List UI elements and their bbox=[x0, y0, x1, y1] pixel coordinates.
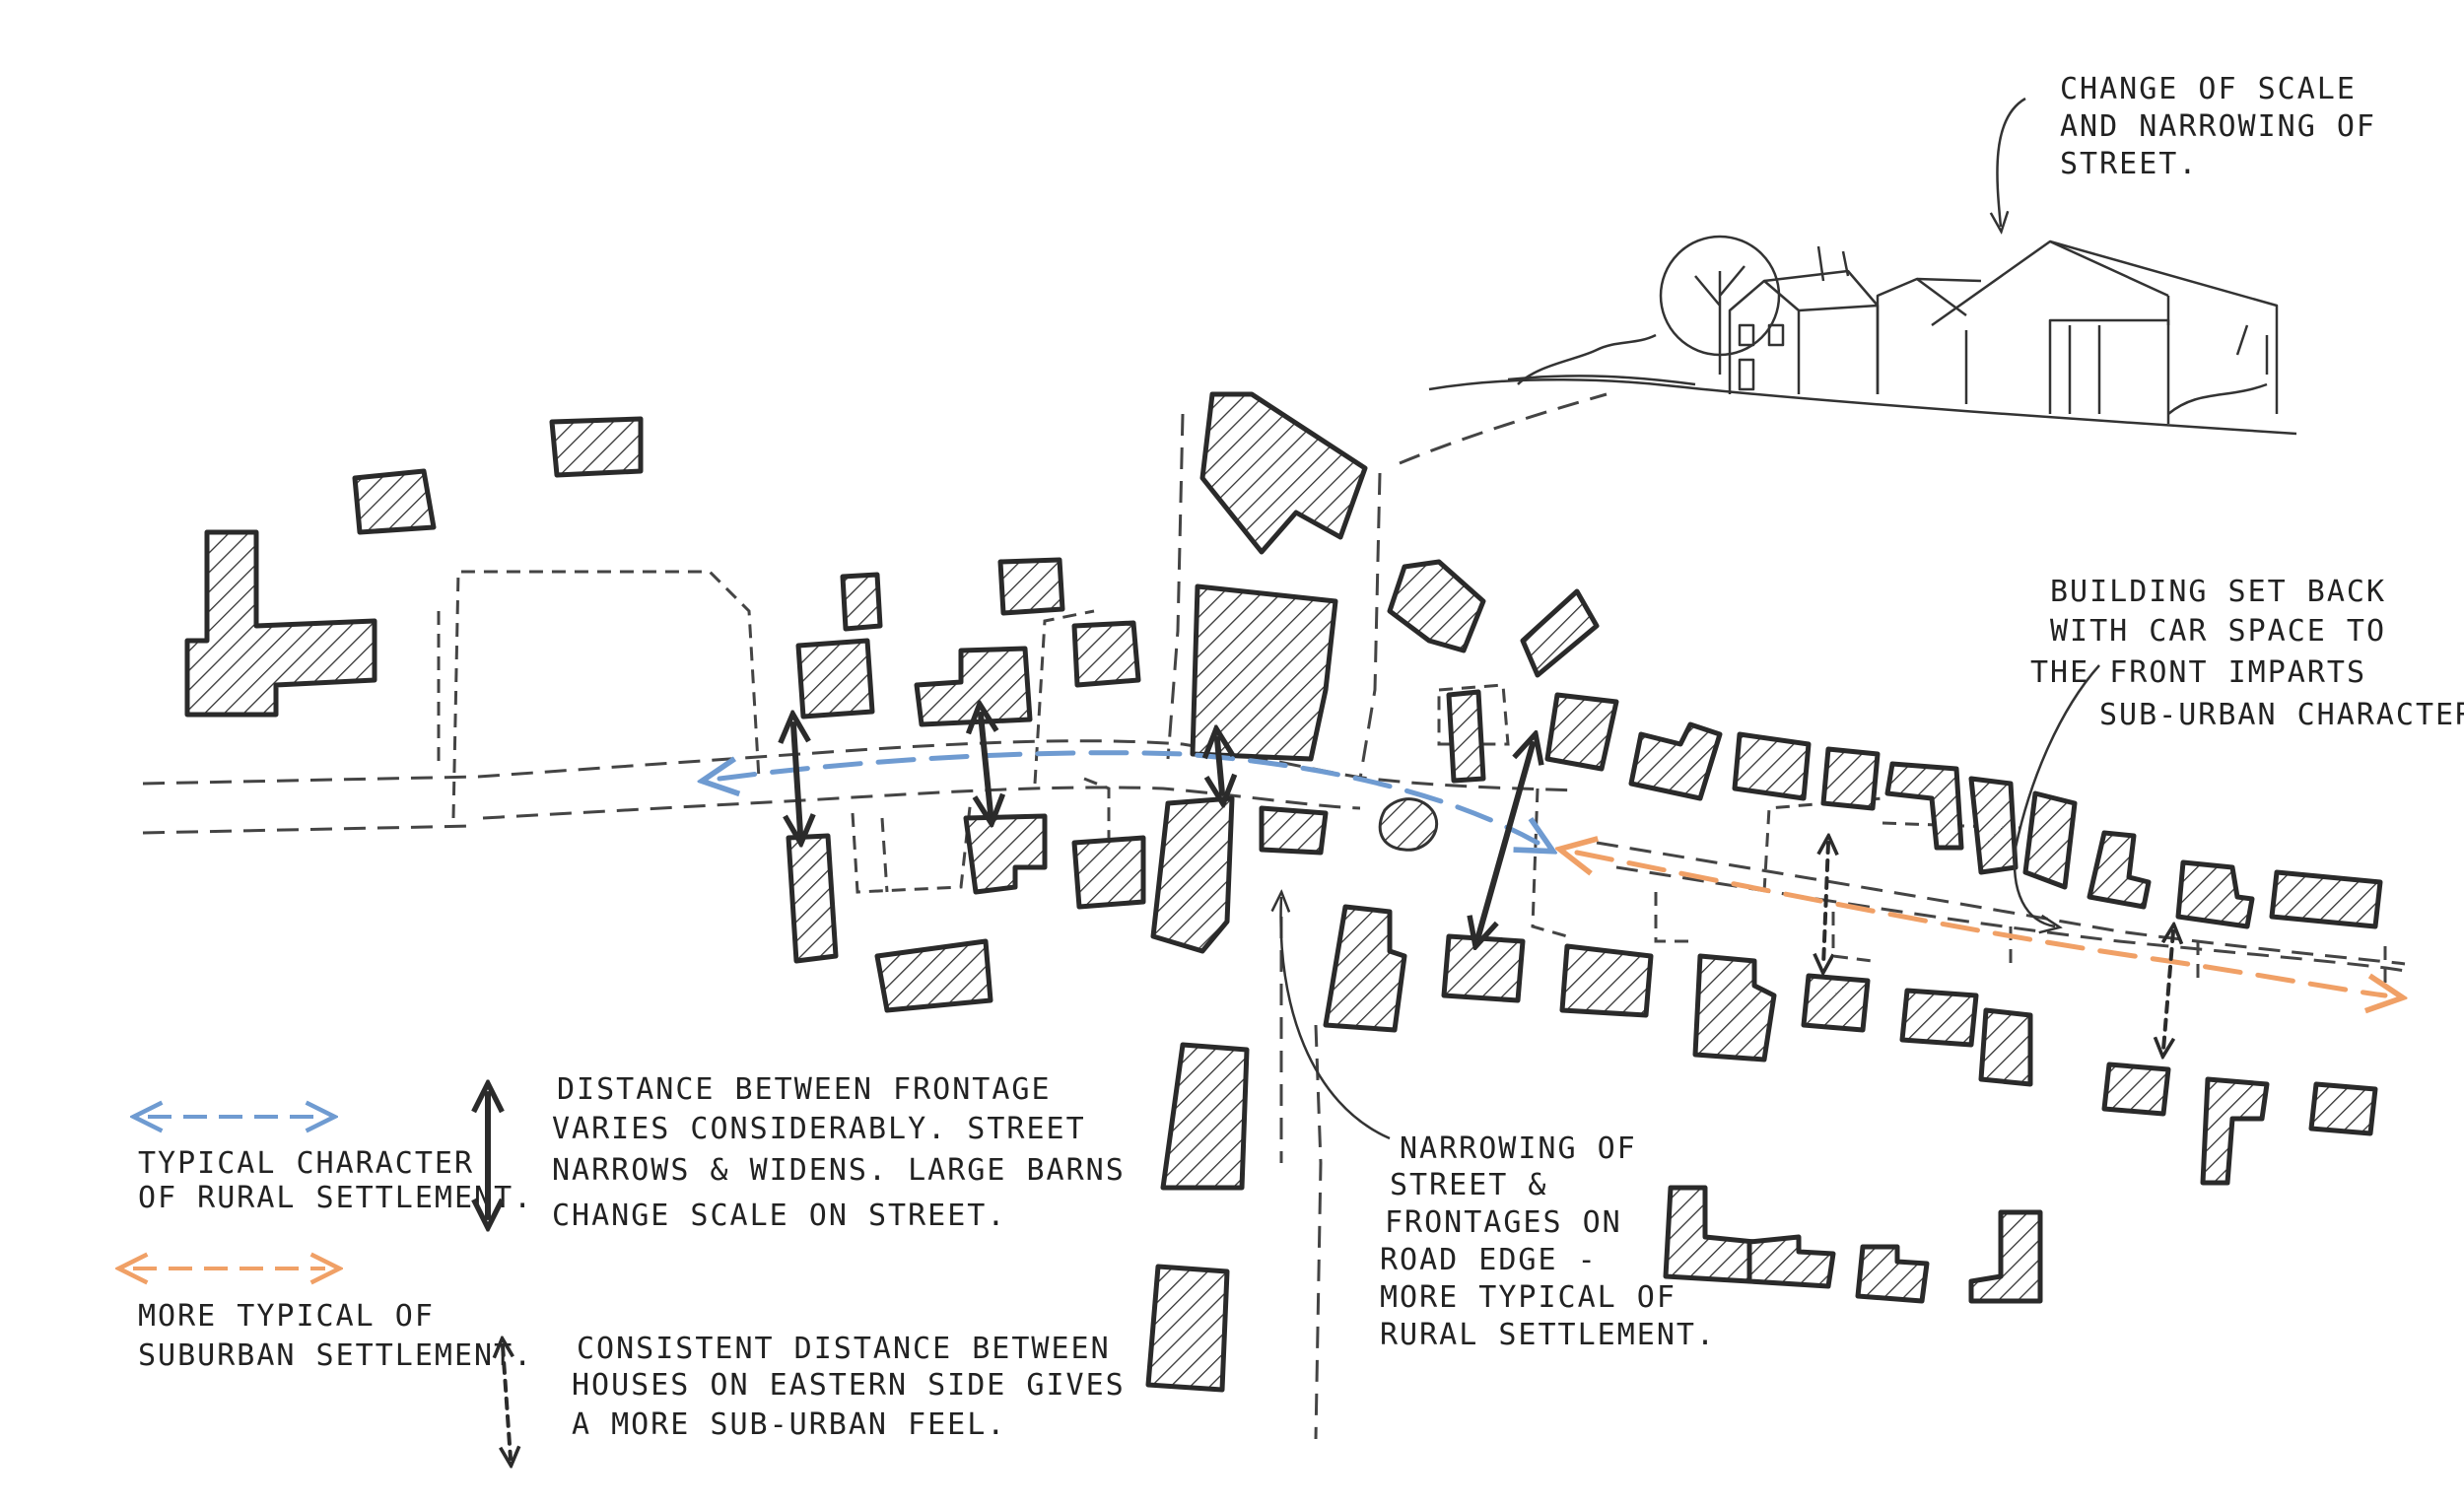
building bbox=[1145, 1264, 1230, 1393]
building bbox=[1746, 1234, 1836, 1289]
building bbox=[1071, 835, 1146, 910]
building bbox=[1387, 559, 1486, 653]
legend-consistent-arrow bbox=[503, 1345, 511, 1459]
suburban-character-arrow bbox=[1577, 853, 2385, 995]
setback-leader bbox=[2013, 664, 2100, 926]
note-line: NARROWING OF bbox=[1400, 1131, 1637, 1166]
note-line: SUB-URBAN CHARACTER. bbox=[2099, 698, 2464, 732]
building bbox=[184, 529, 377, 718]
building bbox=[1446, 689, 1486, 784]
road-edges bbox=[142, 392, 2406, 1440]
scale-change-leader bbox=[1997, 97, 2026, 227]
building bbox=[1190, 583, 1338, 762]
building bbox=[963, 813, 1048, 895]
building bbox=[1820, 746, 1881, 811]
building bbox=[1899, 988, 1979, 1048]
roundabout bbox=[1378, 797, 1439, 852]
note-line: RURAL SETTLEMENT. bbox=[1380, 1318, 1716, 1352]
legend-consistent-label: CONSISTENT DISTANCE BETWEEN HOUSES ON EA… bbox=[572, 1332, 1126, 1442]
building bbox=[1150, 795, 1235, 954]
building bbox=[2308, 1081, 2378, 1136]
legend-line: MORE TYPICAL OF bbox=[138, 1299, 435, 1334]
legend-line: NARROWS & WIDENS. LARGE BARNS bbox=[552, 1153, 1126, 1188]
building bbox=[786, 833, 839, 964]
note-line: MORE TYPICAL OF bbox=[1380, 1280, 1677, 1315]
note-line: FRONTAGES ON bbox=[1385, 1205, 1622, 1240]
legend-varies-label: DISTANCE BETWEEN FRONTAGE VARIES CONSIDE… bbox=[552, 1072, 1126, 1233]
narrowing-note: NARROWING OF STREET & FRONTAGES ON ROAD … bbox=[1380, 1131, 1716, 1352]
note-line: THE FRONT IMPARTS bbox=[2030, 655, 2366, 690]
building bbox=[1071, 620, 1141, 688]
note-line: STREET. bbox=[2060, 147, 2198, 181]
note-line: WITH CAR SPACE TO bbox=[2050, 614, 2386, 649]
legend-line: DISTANCE BETWEEN FRONTAGE bbox=[557, 1072, 1052, 1107]
legend-suburban-label: MORE TYPICAL OF SUBURBAN SETTLEMENT. bbox=[138, 1299, 533, 1373]
building bbox=[914, 646, 1033, 727]
legend-line: TYPICAL CHARACTER bbox=[138, 1146, 474, 1181]
building bbox=[1968, 1209, 2043, 1304]
building bbox=[1692, 953, 1777, 1062]
legend-line: SUBURBAN SETTLEMENT. bbox=[138, 1338, 533, 1373]
building bbox=[1259, 805, 1329, 856]
legend-line: VARIES CONSIDERABLY. STREET bbox=[552, 1112, 1086, 1146]
legend-rural-label: TYPICAL CHARACTER OF RURAL SETTLEMENT. bbox=[138, 1146, 533, 1215]
building bbox=[1884, 761, 1964, 851]
building bbox=[2101, 1062, 2171, 1117]
building bbox=[2175, 859, 2255, 929]
building bbox=[1323, 904, 1407, 1033]
building bbox=[1559, 943, 1654, 1018]
note-line: AND NARROWING OF bbox=[2060, 109, 2376, 144]
rural-character-arrow bbox=[719, 750, 1538, 843]
note-line: CHANGE OF SCALE bbox=[2060, 72, 2357, 106]
building bbox=[997, 557, 1065, 616]
buildings bbox=[184, 391, 2383, 1393]
building bbox=[840, 572, 883, 632]
legend: TYPICAL CHARACTER OF RURAL SETTLEMENT. M… bbox=[133, 1072, 1126, 1459]
note-line: ROAD EDGE - bbox=[1380, 1243, 1598, 1277]
legend-line: A MORE SUB-URBAN FEEL. bbox=[572, 1407, 1006, 1442]
building bbox=[1441, 933, 1526, 1003]
building bbox=[2022, 790, 2078, 890]
legend-line: CHANGE SCALE ON STREET. bbox=[552, 1199, 1006, 1233]
distance-arrows bbox=[793, 715, 2173, 1050]
building bbox=[2200, 1076, 2270, 1186]
building bbox=[1663, 1185, 1757, 1284]
building bbox=[549, 416, 644, 478]
legend-line: CONSISTENT DISTANCE BETWEEN bbox=[577, 1332, 1111, 1366]
building bbox=[1520, 588, 1600, 678]
legend-line: OF RURAL SETTLEMENT. bbox=[138, 1181, 533, 1215]
building bbox=[2087, 830, 2152, 910]
building bbox=[352, 468, 437, 535]
setback-note: BUILDING SET BACK WITH CAR SPACE TO THE … bbox=[2030, 575, 2464, 732]
building bbox=[874, 938, 993, 1013]
building bbox=[1978, 1007, 2033, 1087]
building bbox=[2269, 869, 2383, 929]
building bbox=[1544, 692, 1619, 772]
building bbox=[1968, 776, 2019, 875]
building bbox=[1628, 721, 1723, 801]
building bbox=[1732, 731, 1812, 801]
building bbox=[1855, 1244, 1930, 1304]
narrowing-leader bbox=[1281, 897, 1391, 1140]
barn-elevation-sketch bbox=[1428, 235, 2297, 436]
building bbox=[1199, 391, 1368, 555]
building bbox=[795, 638, 875, 720]
legend-line: HOUSES ON EASTERN SIDE GIVES bbox=[572, 1368, 1126, 1403]
note-line: STREET & bbox=[1390, 1168, 1548, 1202]
scale-change-note: CHANGE OF SCALE AND NARROWING OF STREET. bbox=[2060, 72, 2376, 181]
note-line: BUILDING SET BACK bbox=[2050, 575, 2386, 609]
building bbox=[1160, 1042, 1250, 1191]
building bbox=[1801, 973, 1871, 1033]
